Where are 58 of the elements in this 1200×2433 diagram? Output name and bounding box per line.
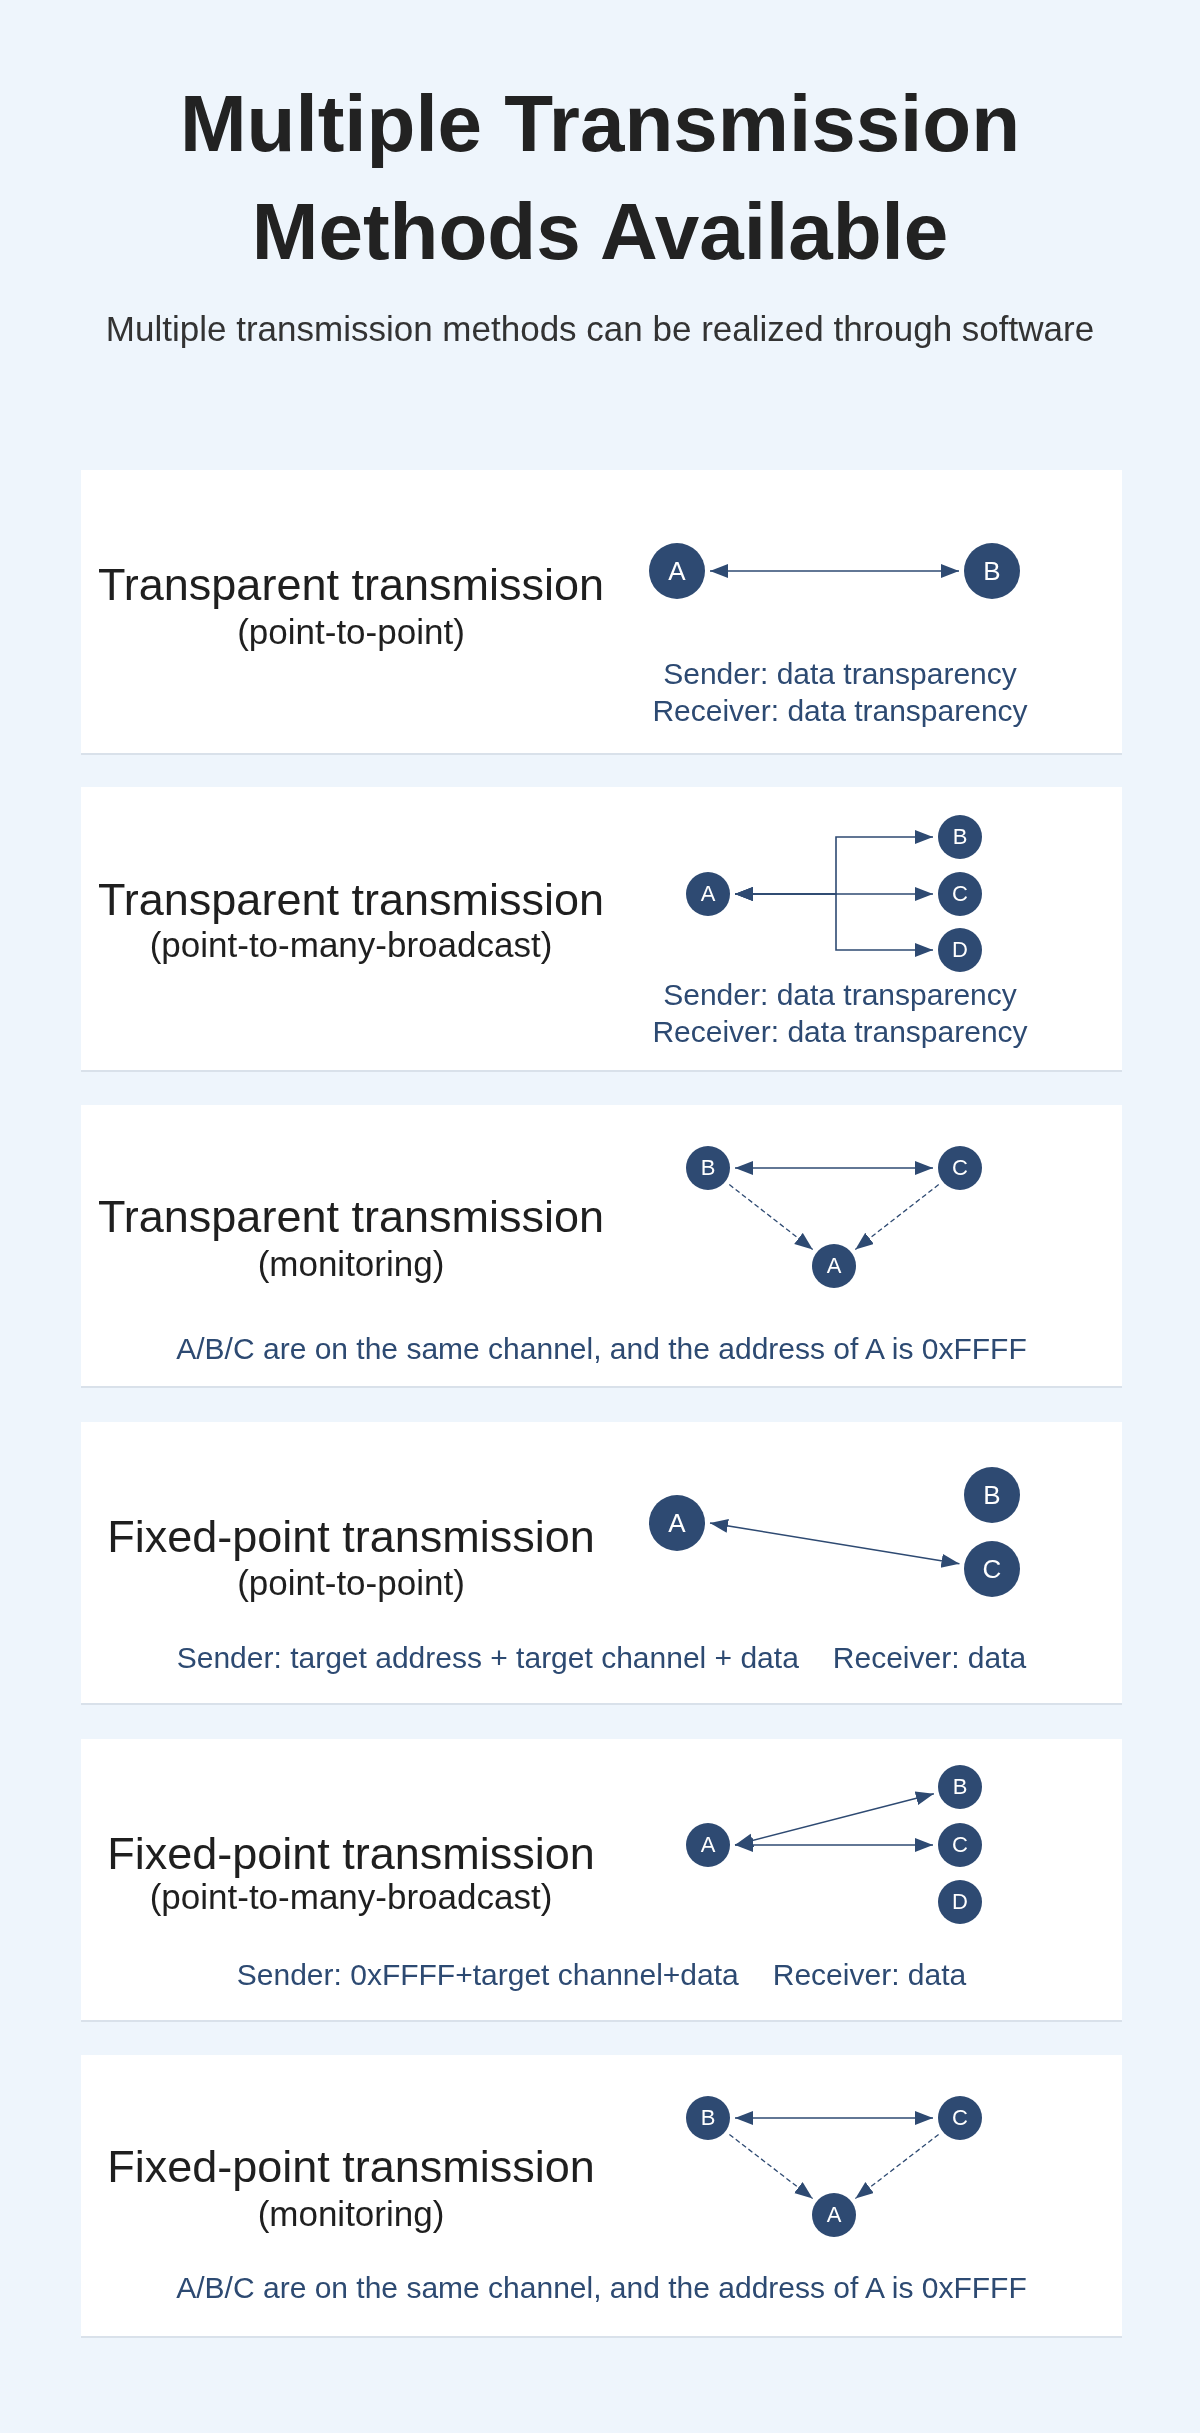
description-text: Receiver: data [772, 1957, 967, 1993]
node-circle: B [964, 543, 1020, 599]
description-text: Sender: data transparency [662, 977, 1018, 1013]
node-circle: B [686, 2096, 730, 2140]
dashed-arrow [854, 2133, 940, 2200]
dashed-arrow [854, 1183, 940, 1251]
node-circle: A [812, 1244, 856, 1288]
double-arrow [734, 1791, 935, 1848]
page-subtitle: Multiple transmission methods can be realized through software [104, 308, 1096, 350]
description-text: Receiver: data transparency [651, 693, 1029, 729]
panel-card [81, 1422, 1122, 1703]
method-title: Transparent transmission [97, 1190, 605, 1244]
panel-card [81, 787, 1122, 1070]
double-arrow [709, 564, 960, 578]
node-circle: D [938, 1880, 982, 1924]
description-text: Receiver: data [832, 1640, 1027, 1676]
node-circle: A [686, 872, 730, 916]
method-title: Fixed-point transmission [106, 2140, 596, 2194]
method-subtitle: (monitoring) [256, 1243, 446, 1285]
description-text: Sender: target address + target channel + data [176, 1640, 799, 1676]
double-arrow [734, 1161, 934, 1175]
panel-card [81, 470, 1122, 753]
panel-card [81, 2055, 1122, 2336]
double-arrow [734, 2111, 934, 2125]
node-circle: A [649, 1495, 705, 1551]
dashed-arrow [728, 1183, 814, 1251]
node-circle: A [812, 2193, 856, 2237]
node-circle: A [649, 543, 705, 599]
method-subtitle: (monitoring) [256, 2193, 446, 2235]
page-title: Multiple Transmission Methods Available [178, 78, 1022, 278]
node-circle: C [938, 872, 982, 916]
method-title: Transparent transmission [97, 873, 605, 927]
panel-card [81, 1105, 1122, 1386]
double-arrow [734, 1838, 934, 1852]
node-circle: C [938, 1146, 982, 1190]
description-text: A/B/C are on the same channel, and the address of A is 0xFFFF [176, 1331, 1027, 1367]
node-circle: A [686, 1823, 730, 1867]
panel-card [81, 1739, 1122, 2020]
node-circle: B [964, 1467, 1020, 1523]
method-title: Transparent transmission [97, 558, 605, 612]
description-text: Sender: data transparency [662, 656, 1018, 692]
node-circle: C [938, 2096, 982, 2140]
method-subtitle: (point-to-point) [236, 1562, 466, 1604]
node-circle: C [964, 1541, 1020, 1597]
node-circle: B [938, 1765, 982, 1809]
description-text: Receiver: data transparency [651, 1014, 1029, 1050]
method-subtitle: (point-to-point) [236, 611, 466, 653]
description-text: Sender: 0xFFFF+target channel+data [236, 1957, 739, 1993]
node-circle: B [686, 1146, 730, 1190]
double-arrow [734, 887, 934, 957]
double-arrow [709, 1519, 961, 1568]
dashed-arrow [728, 2133, 814, 2200]
node-circle: C [938, 1823, 982, 1867]
node-circle: B [938, 815, 982, 859]
node-circle: D [938, 928, 982, 972]
method-title: Fixed-point transmission [106, 1510, 596, 1564]
description-text: A/B/C are on the same channel, and the address of A is 0xFFFF [176, 2270, 1027, 2306]
method-subtitle: (point-to-many-broadcast) [148, 924, 554, 966]
